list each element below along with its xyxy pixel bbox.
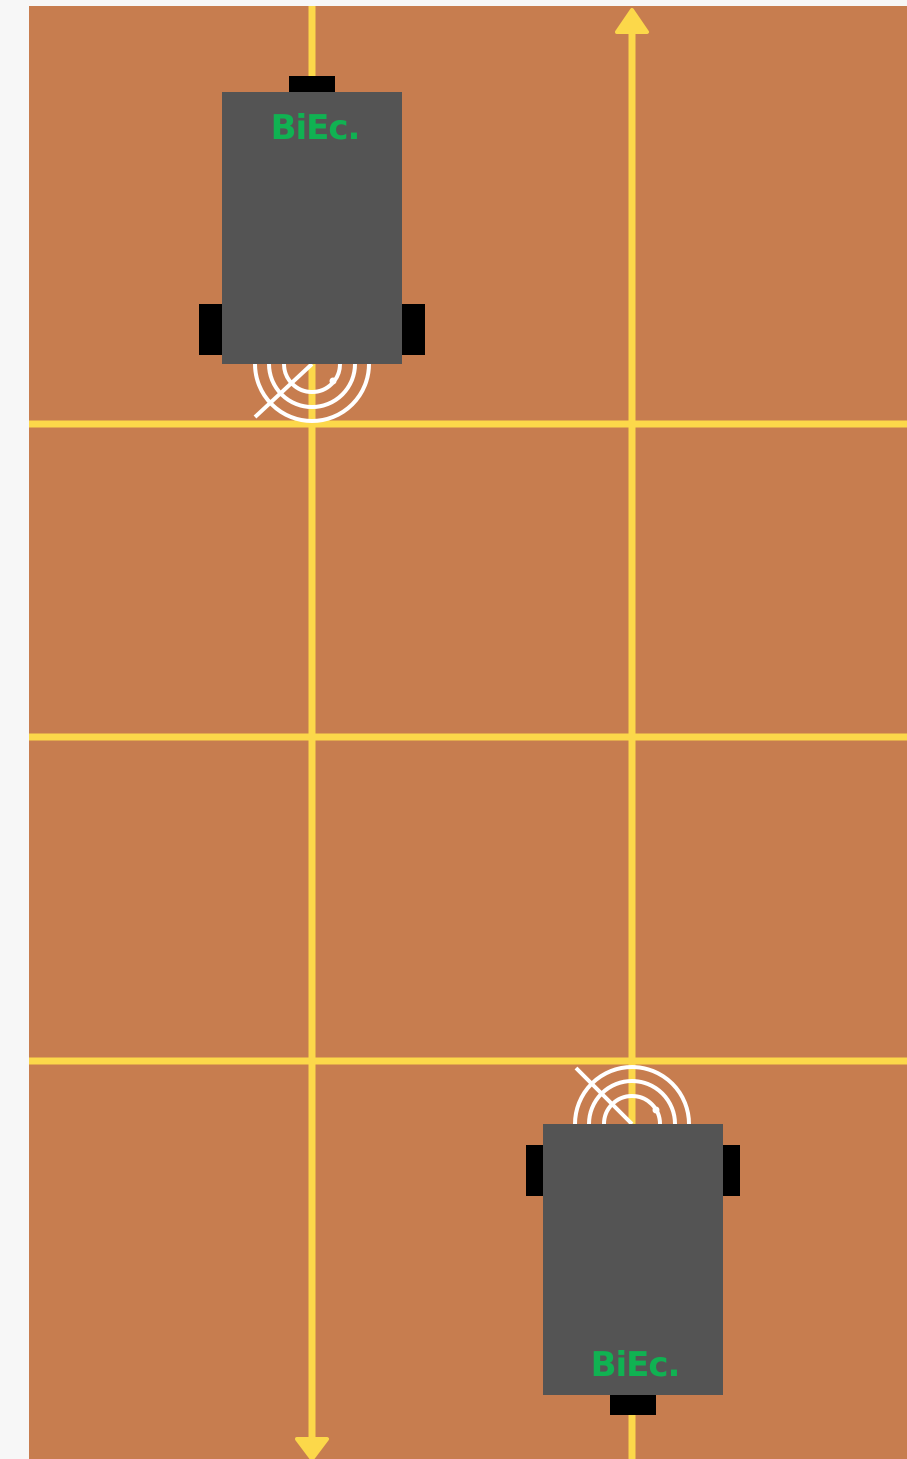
robot-front-bumper — [289, 76, 335, 92]
robot-logo: BiEc. — [591, 1345, 680, 1385]
field-background — [29, 6, 907, 1459]
robot-wheel-right — [402, 304, 425, 355]
game-board: BiEc. BiEc. — [29, 6, 907, 1459]
robot-front-bumper — [610, 1395, 656, 1415]
robot-logo: BiEc. — [271, 108, 360, 148]
robot-wheel-left — [199, 304, 222, 355]
field-svg: BiEc. BiEc. — [29, 6, 907, 1459]
